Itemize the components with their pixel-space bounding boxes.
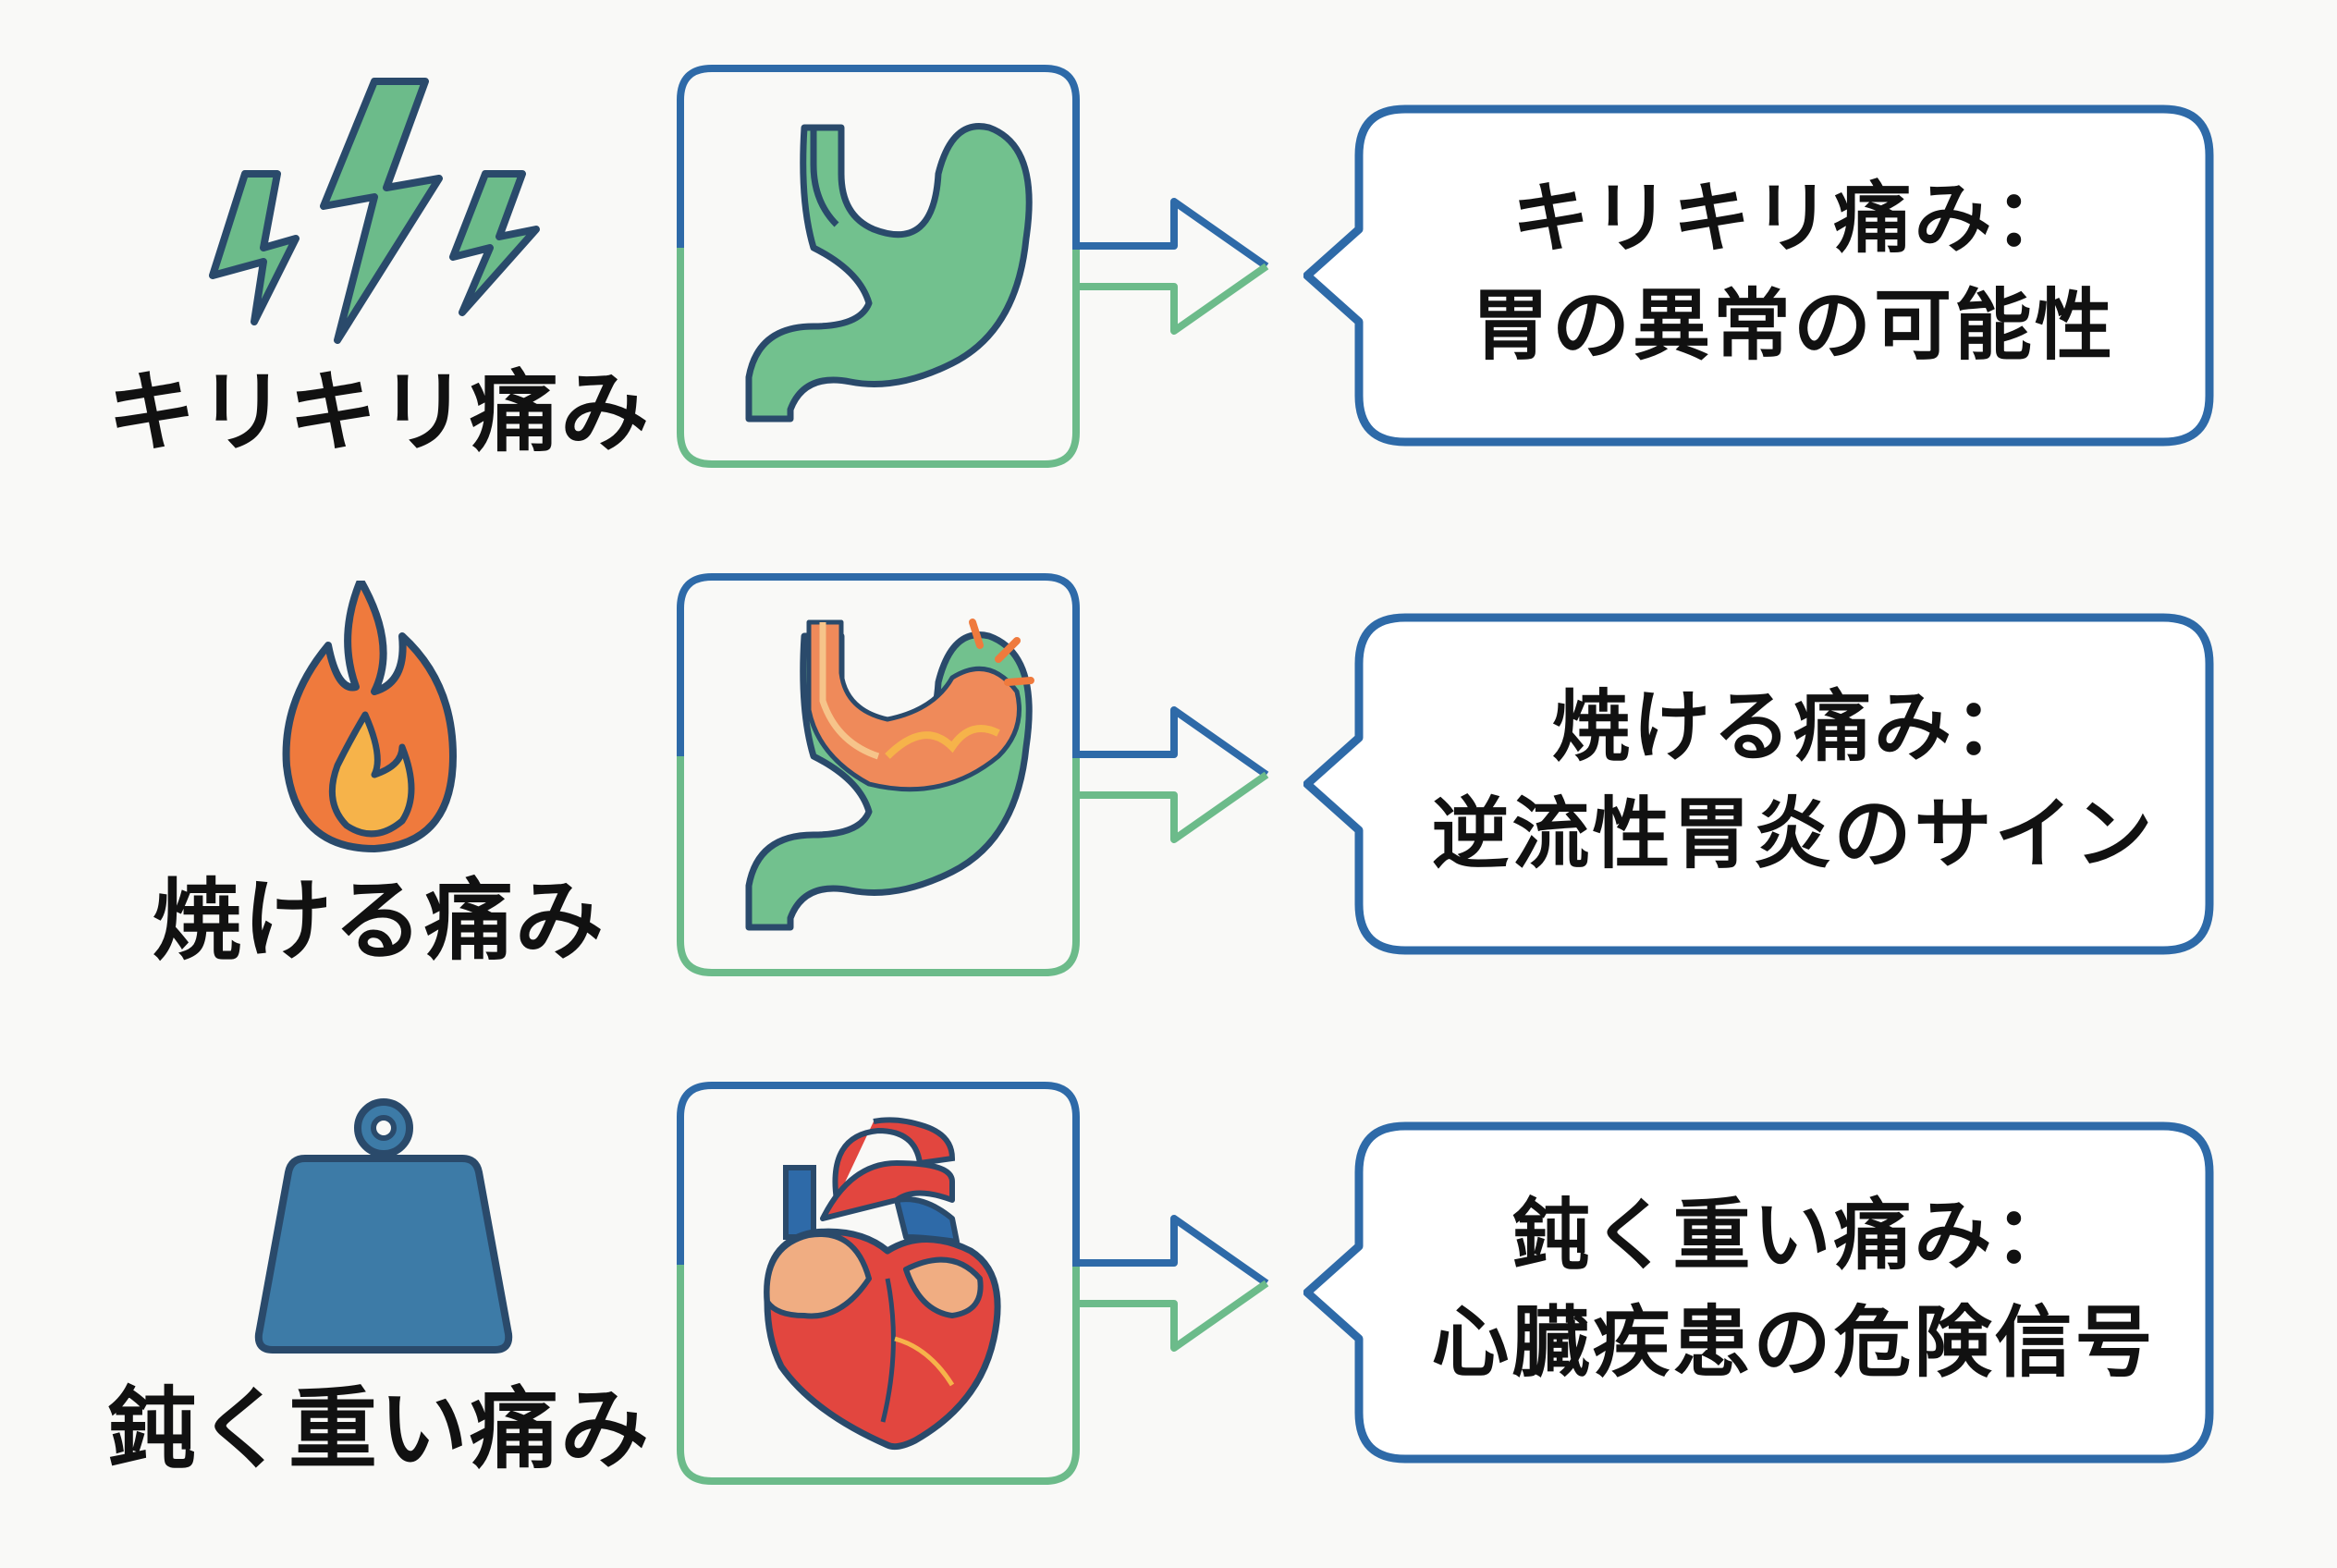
right-arrow-icon	[1072, 1215, 1269, 1352]
heart-icon	[677, 1082, 1080, 1485]
diagnosis-line-2: 逆流性胃炎のサイン	[1431, 789, 2156, 879]
speech-bubble	[1303, 104, 2214, 447]
weight-icon	[254, 1098, 513, 1354]
pain-type-label: 焼ける痛み	[153, 869, 606, 973]
speech-bubble	[1303, 1121, 2214, 1464]
pain-type-label: キリキリ痛み	[107, 361, 651, 464]
diagnosis-line-2: 胃の異常の可能性	[1471, 280, 2115, 371]
speech-bubble	[1303, 613, 2214, 955]
diagnosis-message: 焼ける痛み： 逆流性胃炎のサイン	[1387, 673, 2200, 888]
right-arrow-icon	[1072, 706, 1269, 843]
pain-type-label: 鈍く重い痛み	[107, 1378, 651, 1481]
diagnosis-line-1: 鈍く重い痛み：	[1511, 1190, 2075, 1280]
stomach-reflux-icon	[677, 573, 1080, 976]
diagnosis-message: 鈍く重い痛み： 心臓疾患の危険信号	[1387, 1182, 2200, 1396]
diagnosis-line-1: キリキリ痛み：	[1511, 173, 2075, 263]
diagnosis-line-2: 心臓疾患の危険信号	[1431, 1297, 2156, 1388]
pain-row-dull: 鈍く重い痛み 鈍く重い痛み： 心臓疾患の危険信号	[0, 1080, 2337, 1505]
pain-row-sharp: キリキリ痛み キリキリ痛み： 胃の異常の可能性	[0, 63, 2337, 488]
stomach-icon	[677, 65, 1080, 468]
diagnosis-line-1: 焼ける痛み：	[1551, 681, 2035, 772]
pain-row-burning: 焼ける痛み 焼ける痛み： 逆流性胃炎のサイン	[0, 571, 2337, 997]
flame-icon	[282, 581, 457, 852]
lightning-bolts-icon	[209, 78, 540, 344]
right-arrow-icon	[1072, 198, 1269, 335]
diagnosis-message: キリキリ痛み： 胃の異常の可能性	[1387, 165, 2200, 379]
